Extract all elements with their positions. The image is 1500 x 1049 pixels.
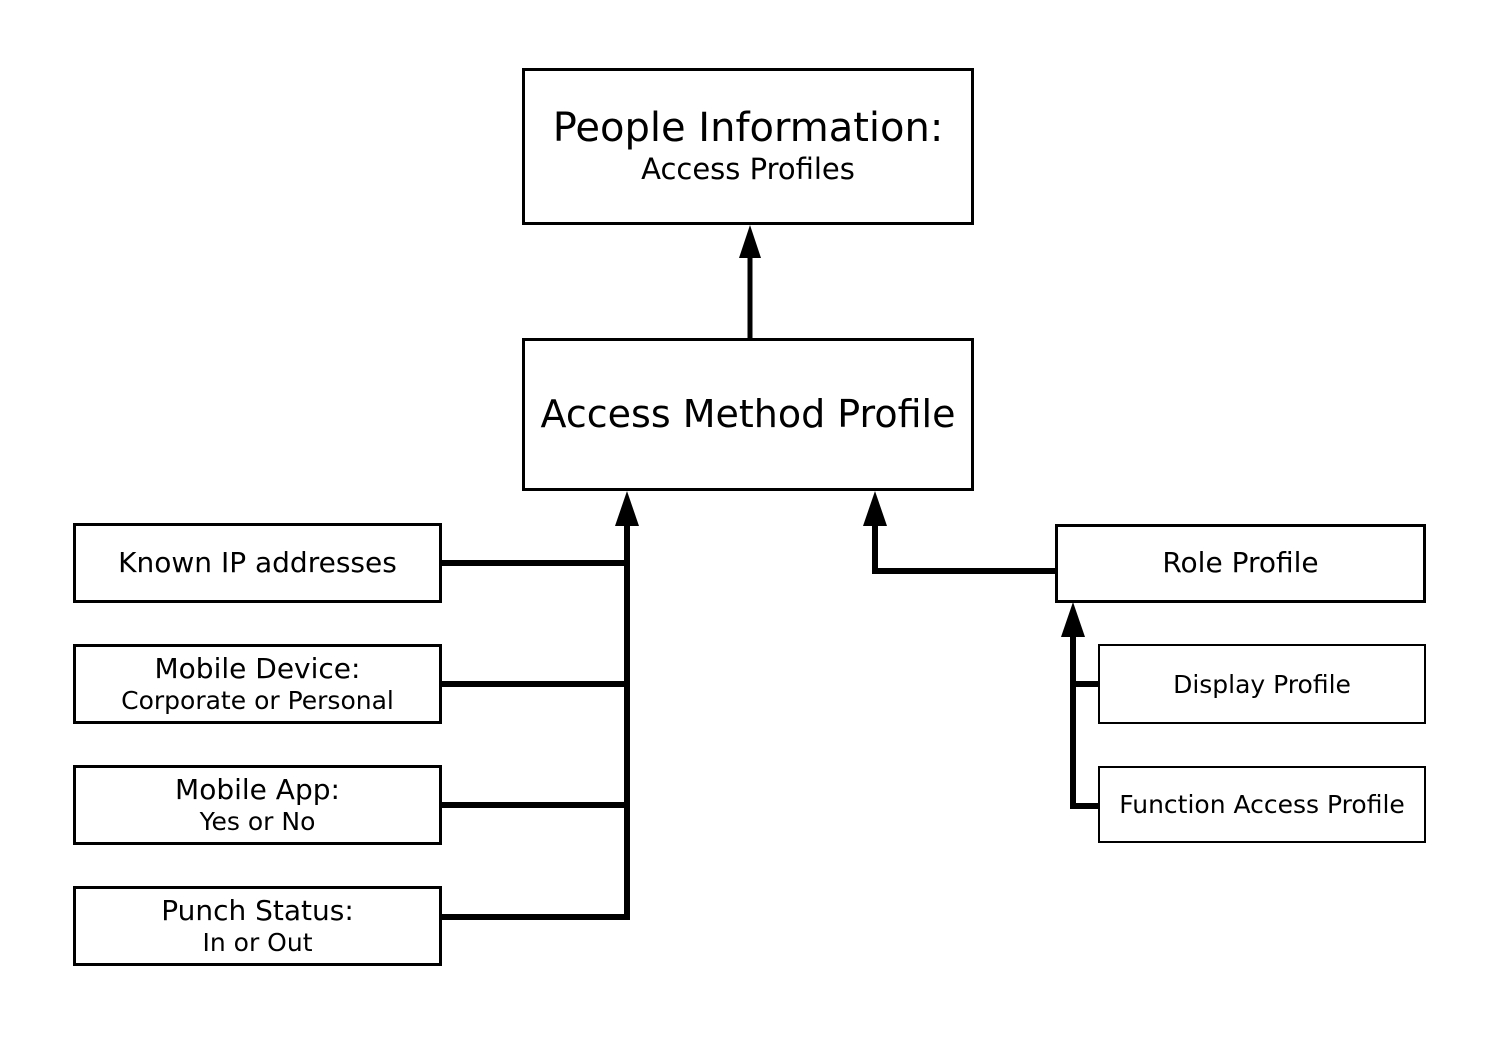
node-punch-status-title: Punch Status: (161, 894, 354, 928)
node-punch-status[interactable]: Punch Status: In or Out (73, 886, 442, 966)
node-function-access-profile-title: Function Access Profile (1119, 790, 1405, 819)
edge-left-inputs-bus (442, 491, 639, 920)
node-mobile-app-subtitle: Yes or No (199, 806, 316, 836)
node-mobile-device[interactable]: Mobile Device: Corporate or Personal (73, 644, 442, 724)
node-mobile-device-title: Mobile Device: (154, 652, 361, 686)
node-mobile-app[interactable]: Mobile App: Yes or No (73, 765, 442, 845)
edge-sub-profiles-to-role-profile (1061, 602, 1098, 809)
node-display-profile[interactable]: Display Profile (1098, 644, 1426, 724)
edge-role-profile-to-access-method (863, 491, 1055, 574)
node-known-ip-addresses[interactable]: Known IP addresses (73, 523, 442, 603)
node-access-method-profile-title: Access Method Profile (540, 391, 956, 436)
edge-access-method-to-people-information (739, 225, 761, 338)
node-access-method-profile[interactable]: Access Method Profile (522, 338, 974, 491)
node-mobile-device-subtitle: Corporate or Personal (121, 685, 394, 715)
node-people-information-title: People Information: (552, 105, 944, 152)
node-role-profile-title: Role Profile (1162, 546, 1319, 580)
node-people-information-subtitle: Access Profiles (641, 152, 855, 187)
node-people-information[interactable]: People Information: Access Profiles (522, 68, 974, 225)
node-known-ip-addresses-title: Known IP addresses (118, 545, 397, 579)
node-role-profile[interactable]: Role Profile (1055, 524, 1426, 603)
node-function-access-profile[interactable]: Function Access Profile (1098, 766, 1426, 843)
node-mobile-app-title: Mobile App: (175, 773, 340, 807)
node-display-profile-title: Display Profile (1173, 669, 1351, 699)
node-punch-status-subtitle: In or Out (202, 927, 313, 957)
